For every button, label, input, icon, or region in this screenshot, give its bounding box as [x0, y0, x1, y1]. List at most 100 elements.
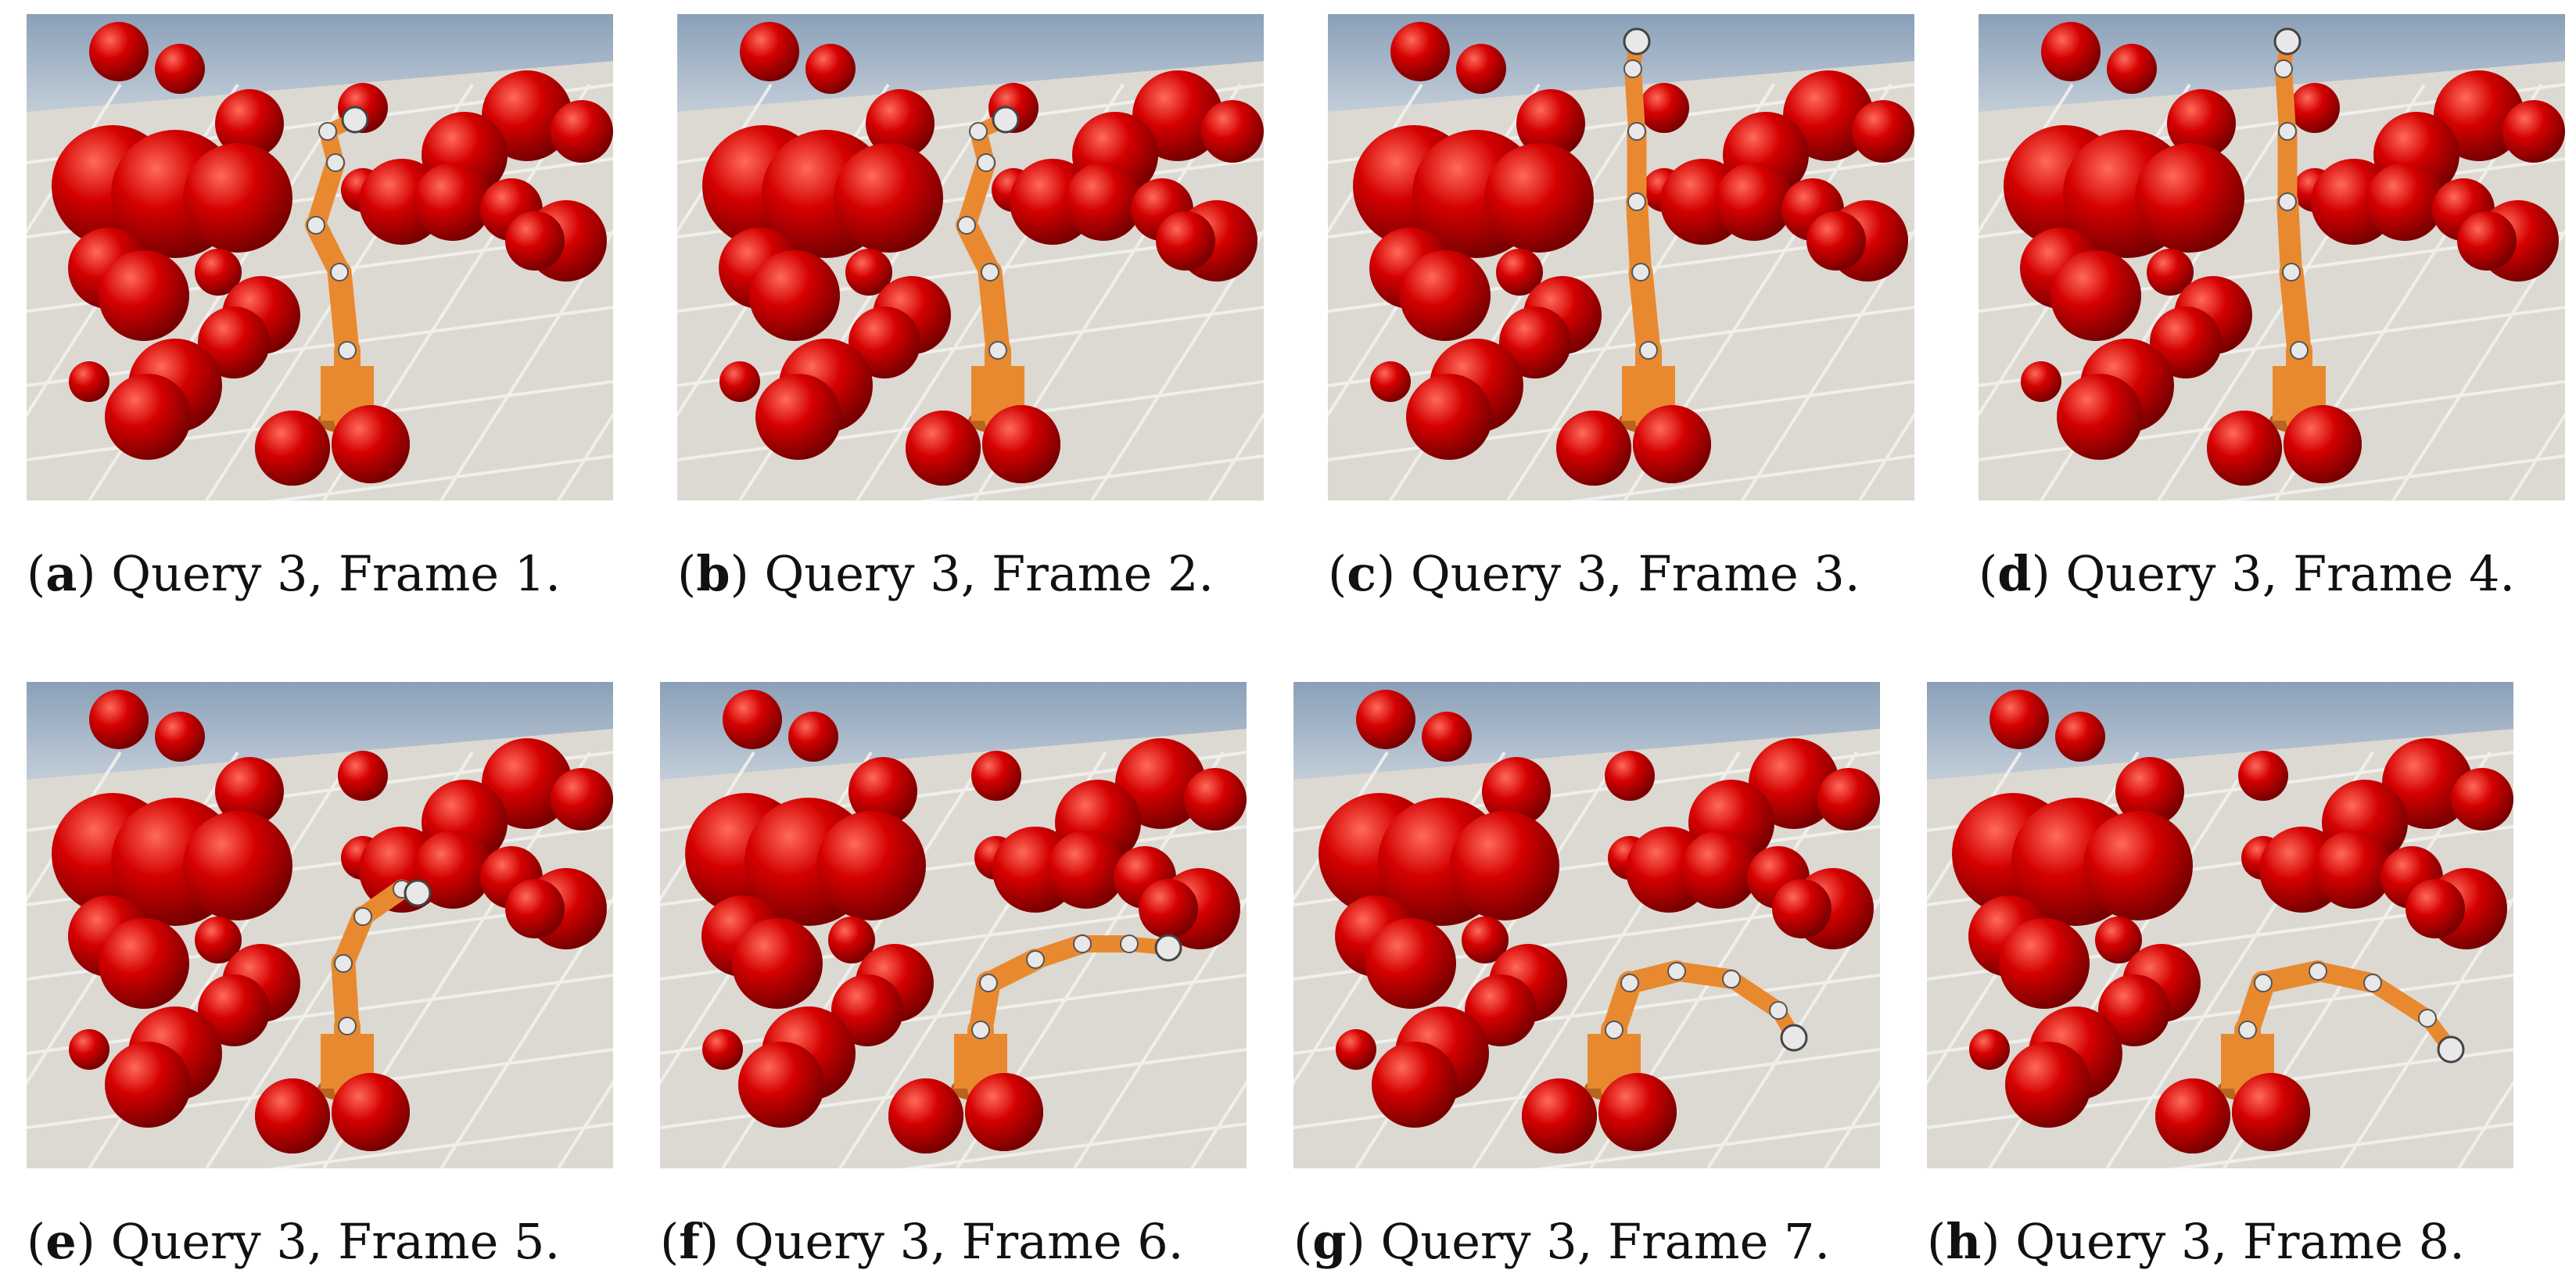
- simulation-render: [1979, 14, 2565, 500]
- end-effector: [2273, 27, 2302, 56]
- robot-joint: [2254, 974, 2273, 992]
- obstacle-sphere: [2434, 70, 2524, 161]
- obstacle-sphere: [215, 757, 284, 826]
- obstacle-sphere: [723, 690, 782, 749]
- obstacle-sphere: [2451, 768, 2513, 831]
- robot-link: [2276, 191, 2302, 283]
- obstacle-sphere: [1989, 690, 2049, 749]
- subfigure-caption: (h) Query 3, Frame 8.: [1927, 1213, 2465, 1270]
- obstacle-sphere: [183, 143, 292, 253]
- robot-joint: [981, 263, 999, 282]
- subfigure-letter: e: [45, 1213, 77, 1270]
- scene-svg: [1328, 14, 1914, 500]
- robot-joint: [1722, 970, 1741, 988]
- obstacle-sphere: [749, 250, 840, 341]
- obstacle-sphere: [1556, 411, 1631, 486]
- obstacle-sphere: [2406, 879, 2465, 938]
- robot-joint: [1026, 950, 1045, 969]
- subfigure-letter: f: [679, 1213, 700, 1270]
- obstacle-sphere: [1156, 211, 1215, 271]
- obstacle-sphere: [1370, 361, 1411, 402]
- obstacle-sphere: [89, 690, 149, 749]
- obstacle-sphere: [1496, 249, 1543, 296]
- obstacle-sphere: [1390, 22, 1450, 81]
- subfigure-caption-text: Query 3, Frame 6.: [734, 1213, 1184, 1270]
- obstacle-sphere: [1064, 163, 1143, 241]
- robot-joint: [353, 907, 372, 926]
- obstacle-sphere: [1184, 768, 1247, 831]
- obstacle-sphere: [255, 1078, 330, 1153]
- robot-link: [1624, 60, 1645, 140]
- robot-joint: [1620, 974, 1639, 992]
- end-effector: [2437, 1035, 2465, 1064]
- obstacle-sphere: [1715, 163, 1793, 241]
- robot-joint: [334, 954, 353, 973]
- subfigure-caption: (g) Query 3, Frame 7.: [1293, 1213, 1831, 1270]
- subfigure-caption: (f) Query 3, Frame 6.: [660, 1213, 1184, 1270]
- obstacle-sphere: [105, 1042, 191, 1128]
- robot-joint: [326, 153, 345, 172]
- robot-joint: [2238, 1021, 2257, 1039]
- robot-joint: [1605, 1021, 1623, 1039]
- obstacle-sphere: [2055, 712, 2105, 762]
- simulation-render: [660, 682, 1247, 1168]
- obstacle-sphere: [1462, 917, 1509, 963]
- end-effector: [1623, 27, 1651, 56]
- obstacle-sphere: [738, 1042, 824, 1128]
- obstacle-sphere: [1772, 879, 1832, 938]
- obstacle-sphere: [2041, 22, 2101, 81]
- obstacle-sphere: [2167, 89, 2236, 158]
- obstacle-sphere: [198, 307, 270, 379]
- obstacle-sphere: [805, 44, 856, 94]
- robot-joint: [979, 974, 998, 992]
- robot-joint: [2418, 1009, 2437, 1028]
- robot-joint: [1627, 192, 1646, 211]
- obstacle-sphere: [788, 712, 838, 762]
- obstacle-spheres: [1952, 690, 2513, 1153]
- obstacle-sphere: [505, 879, 565, 938]
- obstacle-sphere: [834, 143, 943, 253]
- obstacle-sphere: [1456, 44, 1506, 94]
- obstacle-sphere: [2107, 44, 2157, 94]
- obstacle-sphere: [69, 361, 109, 402]
- subfigure-caption-text: Query 3, Frame 7.: [1380, 1213, 1831, 1270]
- obstacle-sphere: [1365, 918, 1456, 1009]
- obstacle-sphere: [1516, 89, 1585, 158]
- obstacle-sphere: [99, 918, 189, 1009]
- end-effector: [1780, 1024, 1808, 1052]
- simulation-render: [27, 14, 613, 500]
- robot-joint: [338, 1017, 357, 1035]
- obstacle-sphere: [1749, 738, 1839, 829]
- subfigure-letter: b: [696, 545, 730, 602]
- obstacle-sphere: [195, 917, 242, 963]
- obstacle-sphere: [1422, 712, 1472, 762]
- obstacle-sphere: [1633, 405, 1711, 483]
- subfigure-letter: a: [45, 545, 77, 602]
- obstacle-sphere: [1372, 1042, 1458, 1128]
- robot-joint: [1120, 935, 1139, 953]
- obstacle-spheres: [1318, 690, 1880, 1153]
- obstacle-sphere: [2150, 307, 2222, 379]
- obstacle-sphere: [2457, 211, 2517, 271]
- obstacle-sphere: [2050, 250, 2141, 341]
- obstacle-sphere: [2057, 374, 2143, 460]
- robot-joint: [1631, 263, 1650, 282]
- obstacle-sphere: [1681, 831, 1759, 909]
- obstacle-sphere: [2021, 361, 2061, 402]
- obstacle-sphere: [2083, 811, 2193, 920]
- subfigure-caption: (c) Query 3, Frame 3.: [1328, 545, 1860, 602]
- obstacle-sphere: [1605, 751, 1655, 801]
- subfigure-caption-text: Query 3, Frame 2.: [764, 545, 1214, 602]
- robot-joint: [1073, 935, 1092, 953]
- obstacle-sphere: [2207, 411, 2282, 486]
- subfigure-caption: (e) Query 3, Frame 5.: [27, 1213, 561, 1270]
- obstacle-sphere: [2290, 83, 2340, 133]
- robot-arm: [951, 934, 1182, 1102]
- obstacle-sphere: [1047, 831, 1125, 909]
- obstacle-sphere: [69, 1029, 109, 1070]
- subfigure-caption: (a) Query 3, Frame 1.: [27, 545, 561, 602]
- obstacle-spheres: [1353, 22, 1914, 486]
- robot-joint: [977, 153, 996, 172]
- obstacle-sphere: [482, 70, 572, 161]
- obstacle-sphere: [105, 374, 191, 460]
